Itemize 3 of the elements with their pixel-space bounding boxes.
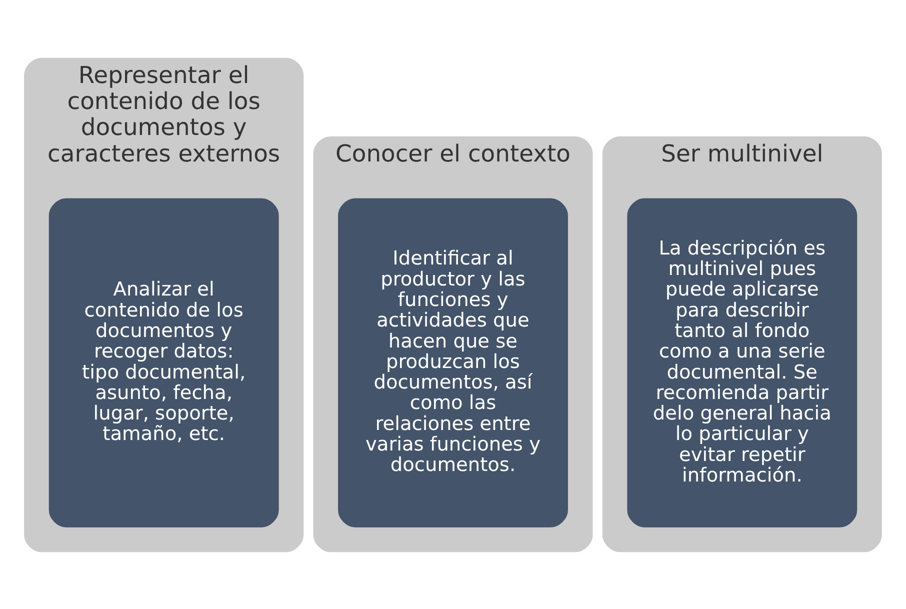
node-box: Identificar al productor y las funciones y actividades que hacen que se produzcan los documentos, así como las relaciones entre varias funciones y documentos. (338, 198, 568, 527)
node-box: La descripción es multinivel pues puede aplicarse para describir tanto al fondo como a una serie documental. Se recomienda partir delo general hacia lo particular y evitar repetir información. (627, 198, 858, 527)
node-box: Analizar el contenido de los documentos y recoger datos: tipo documental, asunto, fecha, lugar, soporte, tamaño, etc. (48, 198, 279, 527)
